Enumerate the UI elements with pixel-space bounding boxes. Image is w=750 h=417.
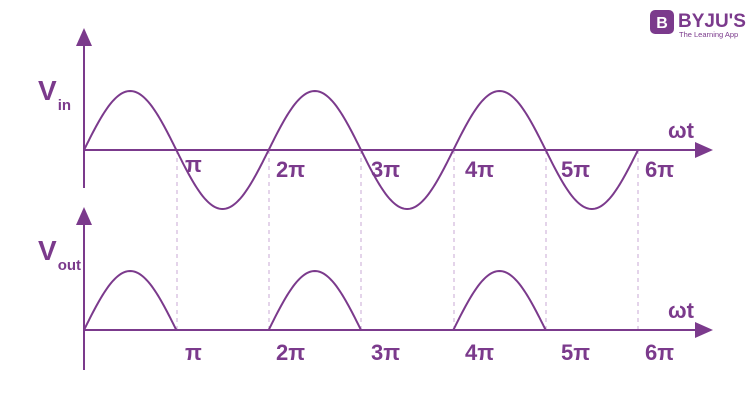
vin-tick-3pi: 3π (371, 157, 400, 182)
logo-tagline: The Learning App (679, 30, 738, 39)
input-plot: Vin ωt π 2π 3π 4π 5π 6π (38, 28, 713, 211)
vin-tick-4pi: 4π (465, 157, 494, 182)
vin-x-label: ωt (668, 118, 695, 143)
guide-lines (176, 150, 639, 330)
vin-tick-5pi: 5π (561, 157, 590, 182)
vout-tick-6pi: 6π (645, 340, 674, 365)
vin-tick-2pi: 2π (276, 157, 305, 182)
vin-label-sub: in (58, 97, 71, 114)
vin-sine-wave (83, 89, 639, 211)
vout-tick-2pi: 2π (276, 340, 305, 365)
logo-brand: BYJU'S (678, 11, 746, 32)
byjus-logo: B BYJU'S The Learning App (650, 10, 746, 39)
vin-tick-pi: π (185, 152, 202, 177)
output-plot: Vout ωt π 2π 3π 4π 5π 6π (38, 207, 713, 370)
vout-label-main: V (38, 235, 57, 266)
vin-label: Vin (38, 75, 71, 114)
vout-x-label: ωt (668, 298, 695, 323)
logo-badge-letter: B (656, 15, 668, 32)
vout-label-sub: out (58, 257, 81, 274)
vout-tick-4pi: 4π (465, 340, 494, 365)
vin-tick-6pi: 6π (645, 157, 674, 182)
vin-label-main: V (38, 75, 57, 106)
logo-badge-icon (650, 10, 674, 34)
vout-label: Vout (38, 235, 81, 274)
vout-tick-5pi: 5π (561, 340, 590, 365)
vout-rectified-wave (83, 269, 638, 331)
vout-tick-3pi: 3π (371, 340, 400, 365)
vout-tick-pi: π (185, 340, 202, 365)
